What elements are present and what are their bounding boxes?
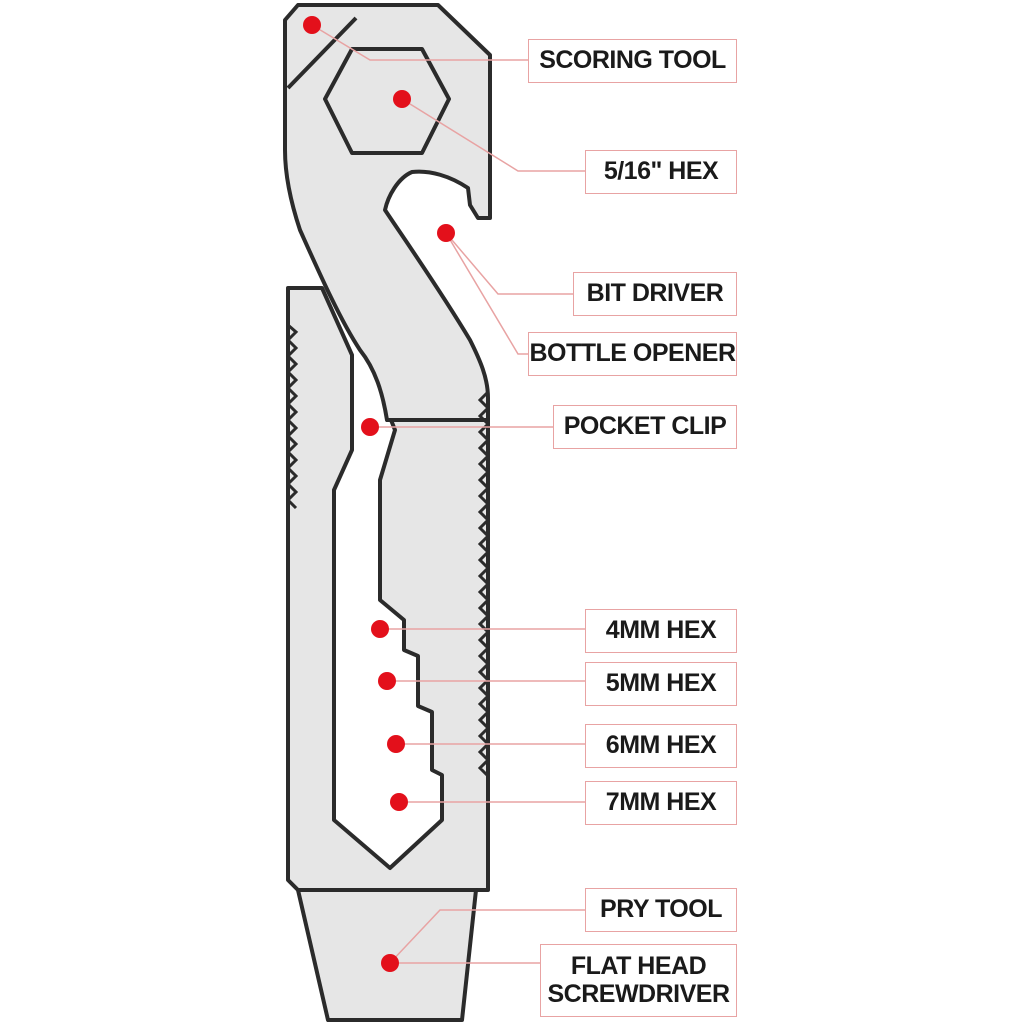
- label-bit-driver: BIT DRIVER: [573, 272, 737, 316]
- label-flat-head-screwdriver: FLAT HEAD SCREWDRIVER: [540, 944, 737, 1017]
- label-bit-driver-text: BIT DRIVER: [586, 279, 724, 308]
- scoring-tool-edge: [286, 16, 358, 90]
- label-hex-6mm-text: 6MM HEX: [605, 731, 717, 760]
- label-hex-6mm: 6MM HEX: [585, 724, 737, 768]
- label-scoring-tool: SCORING TOOL: [528, 39, 737, 83]
- label-hex-4mm: 4MM HEX: [585, 609, 737, 653]
- left-serrations: [285, 323, 299, 510]
- label-hex-7mm: 7MM HEX: [585, 781, 737, 825]
- label-pocket-clip-text: POCKET CLIP: [563, 412, 727, 441]
- leader-scoring-tool: [311, 24, 528, 61]
- label-pry-tool: PRY TOOL: [585, 888, 737, 932]
- dot-bit-driver: [437, 224, 455, 242]
- label-hex-5-16: 5/16" HEX: [585, 150, 737, 194]
- dot-hex-6mm: [387, 735, 405, 753]
- dot-hex-4mm: [371, 620, 389, 638]
- label-pocket-clip: POCKET CLIP: [553, 405, 737, 449]
- leader-pry-tool: [389, 909, 585, 964]
- leader-lines: [311, 24, 585, 964]
- dot-hex-5mm: [378, 672, 396, 690]
- label-hex-5mm-text: 5MM HEX: [605, 669, 717, 698]
- label-scoring-tool-text: SCORING TOOL: [539, 46, 726, 75]
- label-bottle-opener-text: BOTTLE OPENER: [529, 339, 736, 368]
- label-bottle-opener: BOTTLE OPENER: [528, 332, 737, 376]
- hex-hole-5-16: [323, 47, 451, 155]
- dot-flat-head-screwdriver: [381, 954, 399, 972]
- dot-pocket-clip: [361, 418, 379, 436]
- dot-hex-5-16: [393, 90, 411, 108]
- label-hex-5-16-text: 5/16" HEX: [603, 157, 719, 186]
- label-hex-7mm-text: 7MM HEX: [605, 788, 717, 817]
- leader-hex-5-16: [401, 98, 585, 172]
- dot-hex-7mm: [390, 793, 408, 811]
- label-hex-4mm-text: 4MM HEX: [605, 616, 717, 645]
- right-serrations: [477, 390, 491, 778]
- label-pry-tool-text: PRY TOOL: [600, 895, 722, 924]
- label-hex-5mm: 5MM HEX: [585, 662, 737, 706]
- dot-scoring-tool: [303, 16, 321, 34]
- marker-dots: [303, 16, 455, 972]
- leader-bottle-opener: [445, 232, 528, 355]
- leader-bit-driver: [445, 232, 573, 295]
- label-flat-head-screwdriver-text: FLAT HEAD SCREWDRIVER: [547, 952, 730, 1008]
